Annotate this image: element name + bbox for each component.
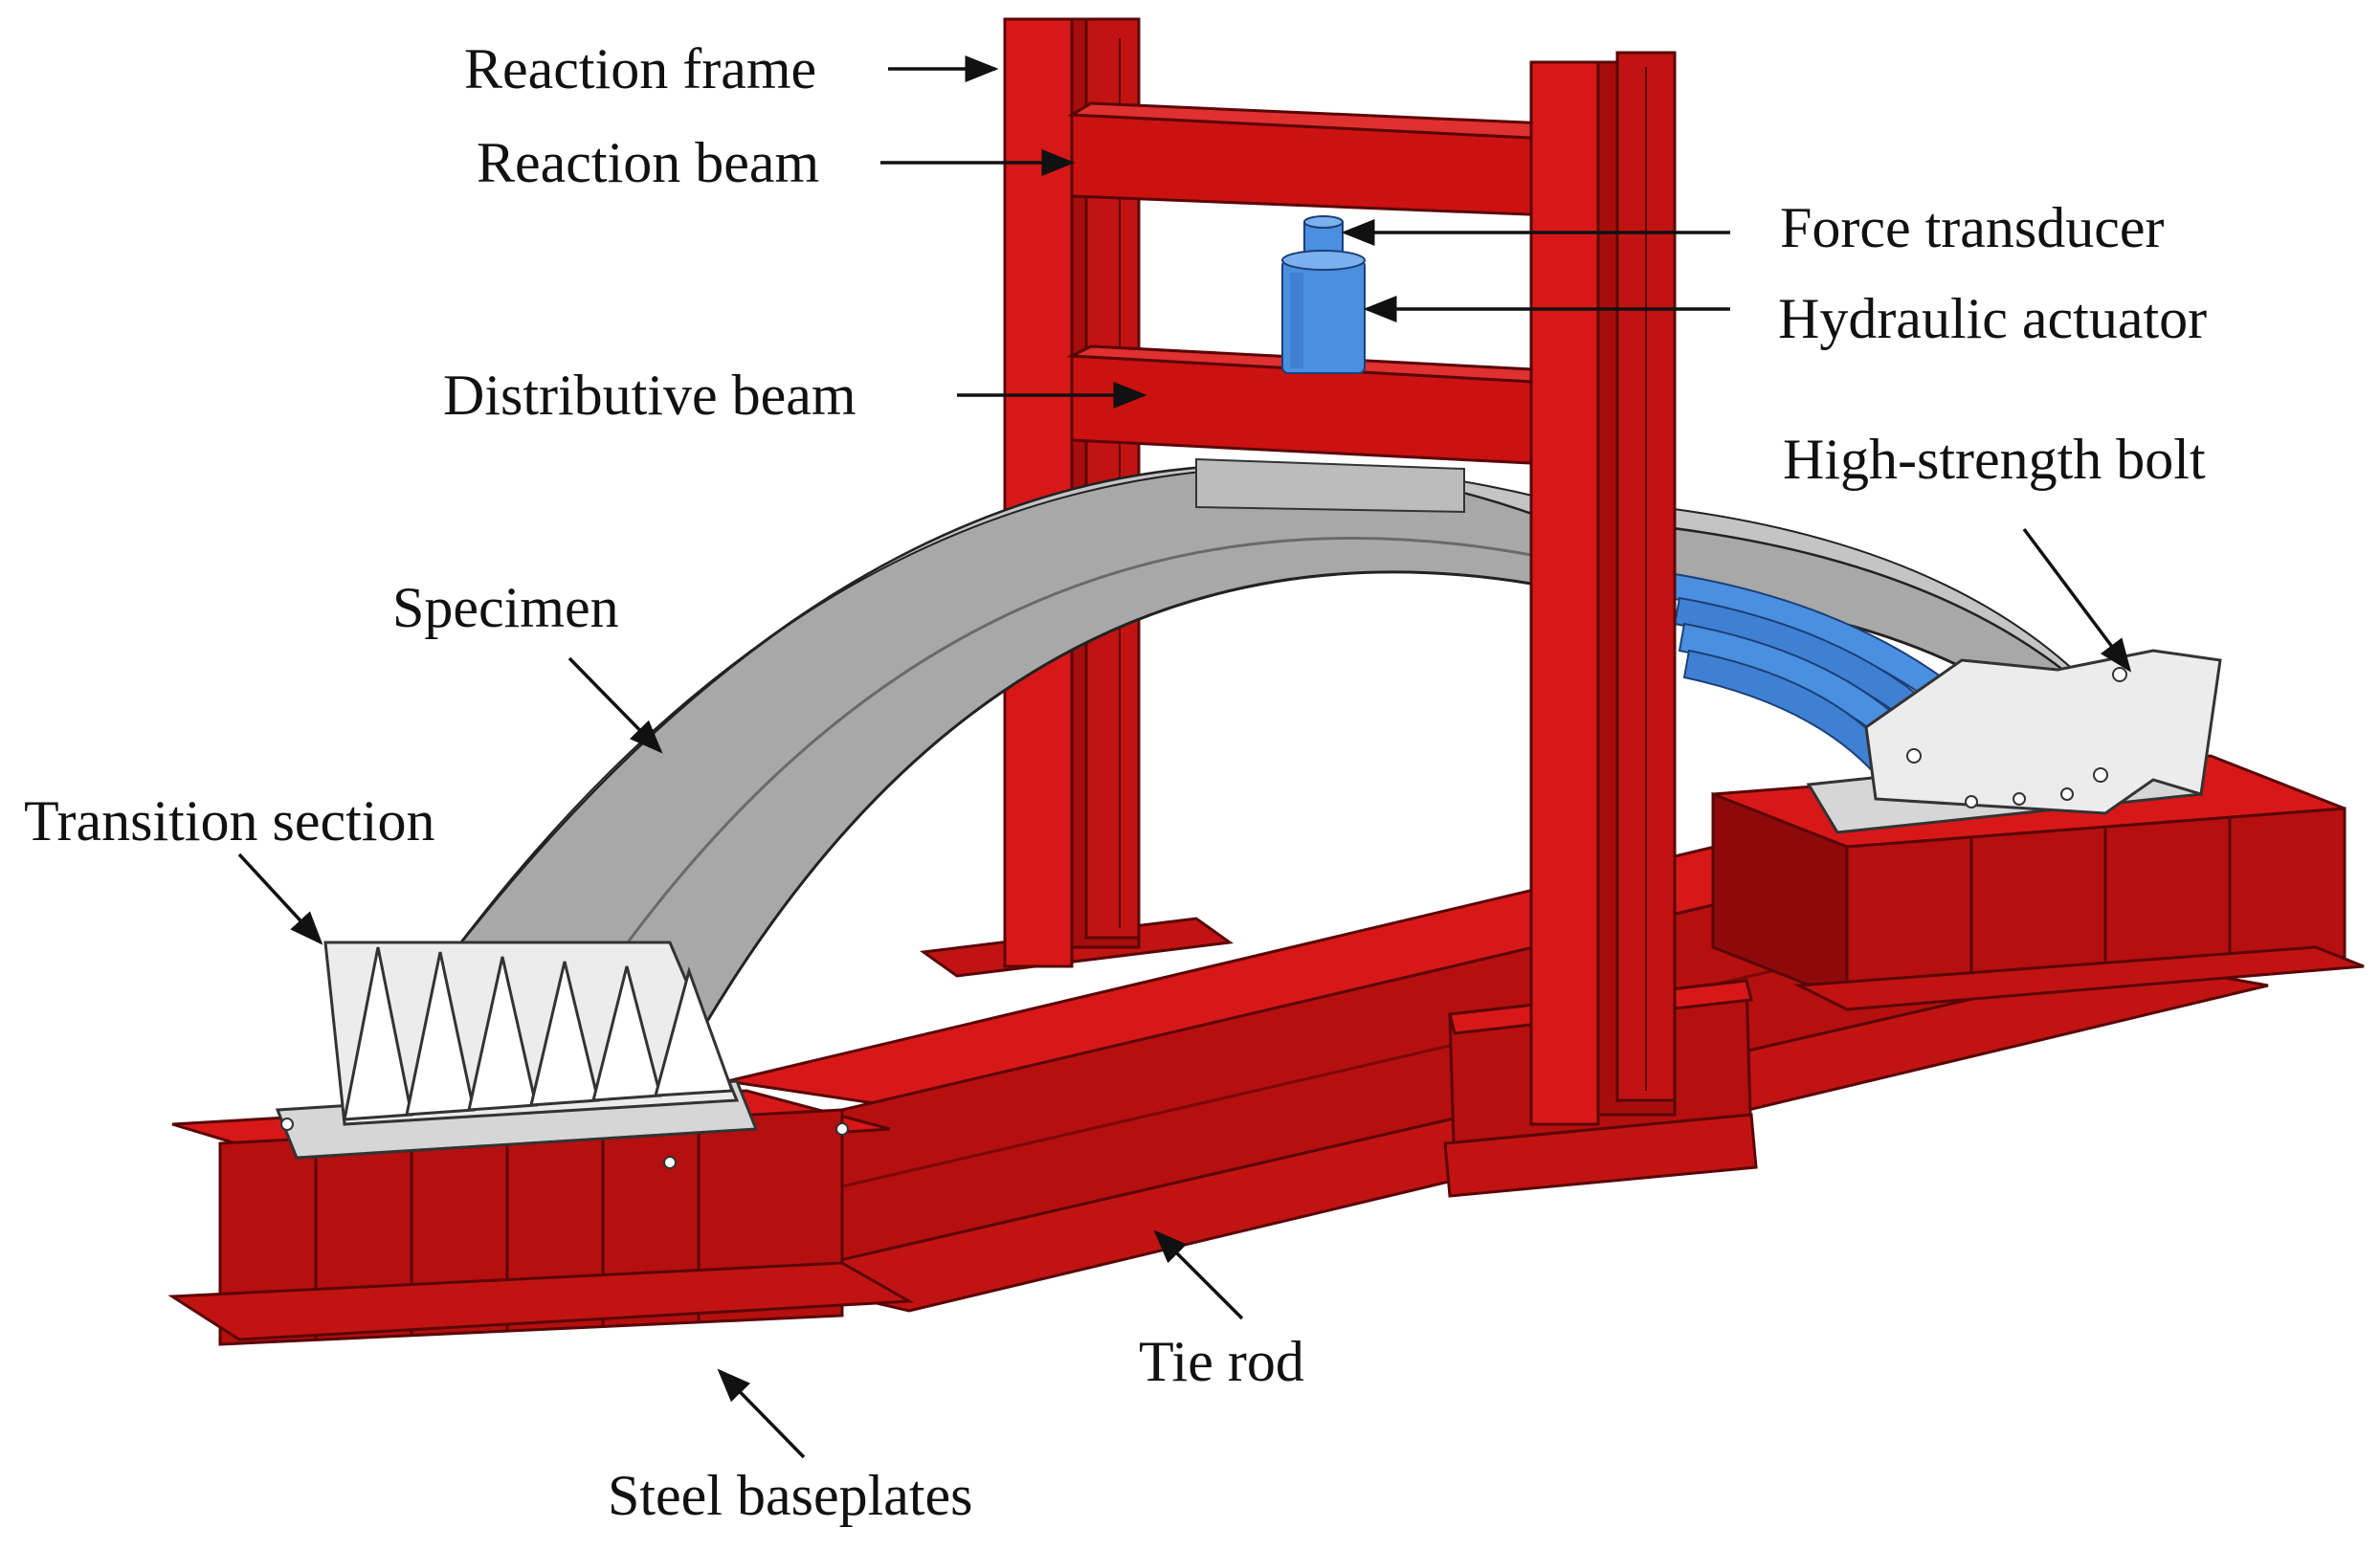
label-reaction-beam: Reaction beam xyxy=(477,131,819,194)
label-steel-baseplates: Steel baseplates xyxy=(608,1464,973,1527)
left-transition-section xyxy=(275,941,849,1169)
label-reaction-frame: Reaction frame xyxy=(464,37,816,100)
arrow-transition-section xyxy=(237,852,323,945)
label-specimen: Specimen xyxy=(392,576,619,639)
reaction-beam xyxy=(1066,101,1574,217)
label-force-transducer: Force transducer xyxy=(1780,196,2165,259)
label-high-strength-bolt: High-strength bolt xyxy=(1783,428,2206,491)
reaction-frame-front-right-column xyxy=(1443,51,1758,1198)
right-baseplate xyxy=(1711,754,2365,1011)
hydraulic-actuator xyxy=(1281,250,1366,374)
arrow-tie-rod xyxy=(1153,1229,1244,1320)
label-hydraulic-actuator: Hydraulic actuator xyxy=(1778,287,2207,350)
arrow-high-strength-bolt xyxy=(2022,527,2132,673)
right-transition-section xyxy=(1806,649,2222,834)
label-transition-section: Transition section xyxy=(24,789,434,852)
label-distributive-beam: Distributive beam xyxy=(443,364,856,427)
label-tie-rod: Tie rod xyxy=(1139,1330,1304,1393)
arrow-specimen xyxy=(567,656,663,754)
arrow-steel-baseplates xyxy=(717,1368,806,1459)
